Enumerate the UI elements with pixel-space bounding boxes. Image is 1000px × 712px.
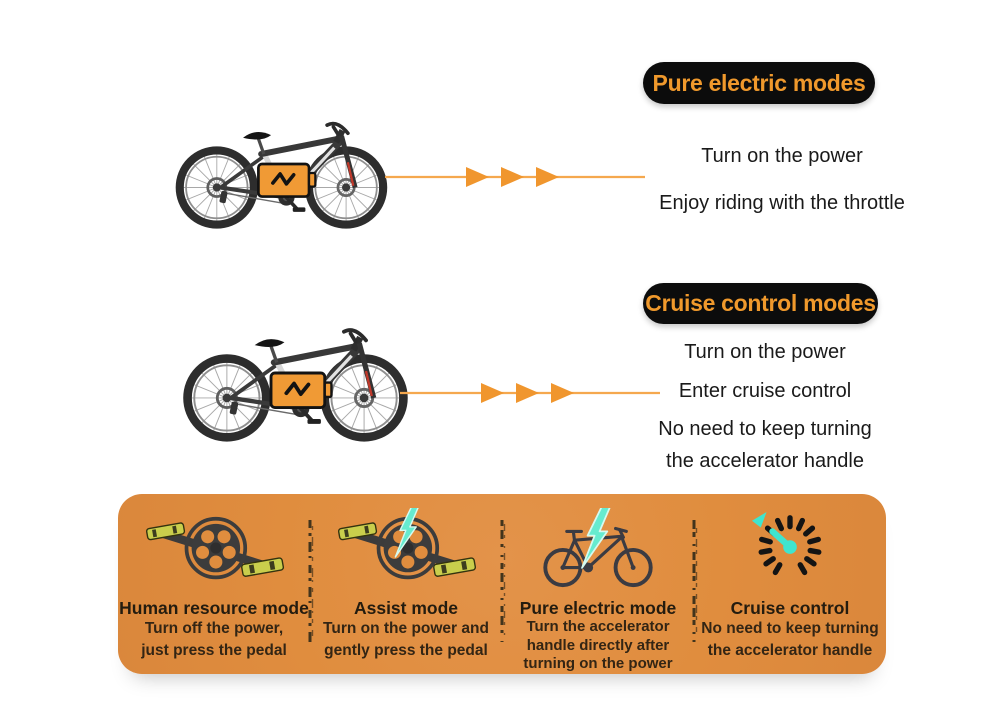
mode-human-resource: Human resource mode Turn off the power, …	[118, 494, 310, 674]
flow-arrows-icon	[384, 165, 646, 189]
badge-pure-electric-modes: Pure electric modes	[643, 62, 875, 104]
cruise-control-steps: Turn on the power Enter cruise control N…	[615, 0, 915, 490]
mode-description-line: just press the pedal	[141, 642, 287, 659]
ebike-lightning-icon	[539, 502, 657, 596]
mode-title: Pure electric mode	[519, 598, 677, 618]
step-text: the accelerator handle	[666, 450, 864, 472]
badge-label: Cruise control modes	[645, 290, 876, 316]
mode-title: Cruise control	[730, 598, 850, 618]
mode-assist: Assist mode Turn on the power and gently…	[310, 494, 502, 674]
step-text: Turn on the power	[684, 341, 846, 363]
ebike-image	[168, 97, 394, 231]
mode-description-line: Turn the accelerator	[526, 618, 670, 635]
step-text: No need to keep turning	[658, 418, 872, 440]
step-text: Turn on the power	[701, 145, 863, 167]
mode-description-line: gently press the pedal	[324, 642, 488, 659]
mode-description-line: handle directly after	[526, 636, 670, 654]
mode-pure-electric: Pure electric mode Turn the accelerator …	[502, 494, 694, 674]
mode-description-line: turning on the power	[523, 655, 673, 672]
mode-cruise-control: Cruise control No need to keep turning t…	[694, 494, 886, 674]
badge-cruise-control-modes: Cruise control modes	[643, 283, 878, 324]
step-text: Enjoy riding with the throttle	[659, 192, 905, 214]
panel-divider	[692, 520, 698, 642]
mode-title: Human resource mode	[119, 598, 309, 618]
panel-divider	[500, 520, 506, 642]
badge-label: Pure electric modes	[652, 69, 866, 96]
speedometer-icon	[751, 502, 829, 596]
mode-description-line: the accelerator handle	[707, 642, 873, 659]
mode-title: Assist mode	[353, 598, 459, 618]
ebike-image	[172, 302, 418, 444]
crank-pedal-icon	[139, 502, 289, 596]
mode-description-line: Turn off the power,	[144, 620, 284, 637]
panel-divider	[308, 520, 314, 642]
step-text: Enter cruise control	[678, 380, 852, 402]
mode-description-line: Turn on the power and	[323, 620, 489, 637]
riding-modes-panel: Human resource mode Turn off the power, …	[118, 494, 886, 674]
mode-description-line: No need to keep turning	[701, 620, 879, 637]
pure-electric-steps: Turn on the power Enjoy riding with the …	[632, 0, 932, 240]
crank-pedal-lightning-icon	[331, 502, 481, 596]
